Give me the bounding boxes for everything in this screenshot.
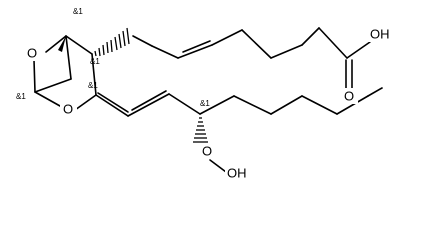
lower-hydroperoxy-chain	[95, 87, 383, 173]
bond-alkene-to-c15	[168, 93, 201, 115]
bond-z-alkene	[177, 44, 213, 59]
bond-pentyl-4	[301, 95, 338, 115]
stereo-c1-chain: &1	[90, 57, 100, 66]
bond-ring-o-lower-bottom-bridgehead	[34, 91, 61, 107]
bond-pentyl-3	[270, 95, 303, 115]
bond-e-alkene	[127, 93, 170, 117]
acid-carbonyl-o-label: O	[344, 88, 354, 103]
bond-z-alkene-inner	[182, 40, 211, 53]
stereo-labels: &1 &1 &1 &1 &1	[16, 7, 210, 108]
wedge-top-bridgehead	[58, 36, 66, 52]
bond-acid-c-oh	[346, 41, 371, 59]
acid-oh-label: OH	[370, 26, 390, 41]
stereo-c2-chain: &1	[88, 81, 98, 90]
bond-top-bridgehead-c1	[65, 35, 93, 55]
atom-labels: O O OH O O OH	[24, 26, 400, 181]
bond-c2-chain	[95, 94, 129, 117]
bicyclic-ring	[33, 35, 97, 111]
bond-e-alkene-inner	[131, 90, 167, 111]
molecule-structure: O O OH O O OH &1 &1 &1 &1 &1	[16, 7, 400, 181]
ring-oxygen-left-label: O	[27, 45, 37, 60]
bond-ring-o-left-bottom-bridgehead	[33, 59, 36, 93]
bond-c2-ring-o-lower	[74, 94, 97, 111]
hashed-wedge-c15	[193, 117, 208, 143]
bond-bridge-top	[65, 35, 72, 80]
upper-acid-chain	[94, 27, 371, 89]
stereo-bottom-bridgehead: &1	[16, 92, 26, 101]
bond-peroxide-o-o	[209, 159, 227, 173]
bond-pentyl-5	[336, 95, 369, 115]
bond-pentyl-1	[199, 95, 235, 115]
bond-c2-chain-bold	[97, 92, 129, 113]
stereo-hydroperoxy-carbon: &1	[200, 99, 210, 108]
bond-chain-5	[270, 44, 303, 59]
hashed-wedge-c1	[94, 27, 130, 57]
bond-ring-o-top-bridgehead	[45, 35, 67, 53]
ring-oxygen-lower-label: O	[63, 101, 73, 116]
peroxide-o-label: O	[202, 143, 212, 158]
bond-bridge-bottom	[34, 78, 72, 93]
bond-chain-3	[211, 29, 243, 46]
bond-chain-1	[132, 35, 153, 47]
bond-pentyl-2	[233, 95, 272, 115]
bond-c1-c2	[91, 53, 97, 96]
bond-pentyl-6	[367, 87, 383, 97]
peroxide-oh-label: OH	[227, 165, 247, 180]
bond-chain-7	[318, 27, 348, 59]
bond-chain-2	[151, 45, 179, 59]
bond-chain-6	[301, 27, 320, 46]
stereo-top-bridgehead: &1	[73, 7, 83, 16]
bond-chain-4	[241, 29, 272, 59]
